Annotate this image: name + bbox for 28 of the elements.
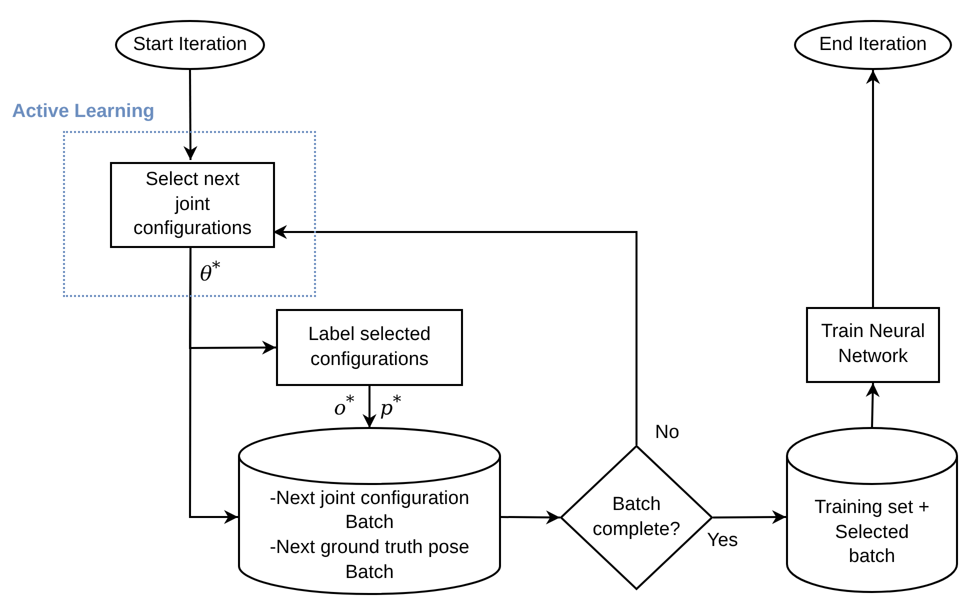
- arrow: [183, 70, 198, 160]
- node-text: Start Iteration: [132, 32, 248, 57]
- node-text: Batch complete?: [592, 492, 682, 542]
- database-cylinder: [238, 428, 501, 594]
- arrow: [273, 225, 638, 445]
- node-text: Training set + Selected batch: [814, 496, 930, 570]
- math-symbol: p$^{*}$: [380, 392, 402, 420]
- node-text: Label selected configurations: [307, 322, 432, 372]
- process-box: [276, 309, 463, 386]
- node-text: Select next joint configurations: [132, 168, 253, 242]
- arrow: [189, 246, 238, 524]
- terminal-ellipse: [115, 20, 265, 70]
- arrow: [866, 70, 880, 307]
- node-text: Train Neural Network: [820, 320, 926, 369]
- arrow: [866, 382, 880, 428]
- arrow: [500, 510, 560, 524]
- node-text: End Iteration: [819, 32, 927, 57]
- math-symbol: o$^{*}$: [334, 392, 354, 420]
- process-box: [806, 307, 940, 383]
- terminal-ellipse: [794, 20, 952, 70]
- node-text: -Next ground truth pose Batch: [268, 536, 470, 585]
- group-heading: Active Learning: [12, 101, 155, 123]
- arrow: [362, 386, 376, 428]
- node-text: -Next joint configuration Batch: [268, 486, 470, 536]
- arrow: [713, 510, 786, 524]
- database-cylinder: [786, 428, 958, 592]
- math-symbol: θ$^{*}$: [200, 258, 220, 286]
- process-box: [110, 162, 275, 248]
